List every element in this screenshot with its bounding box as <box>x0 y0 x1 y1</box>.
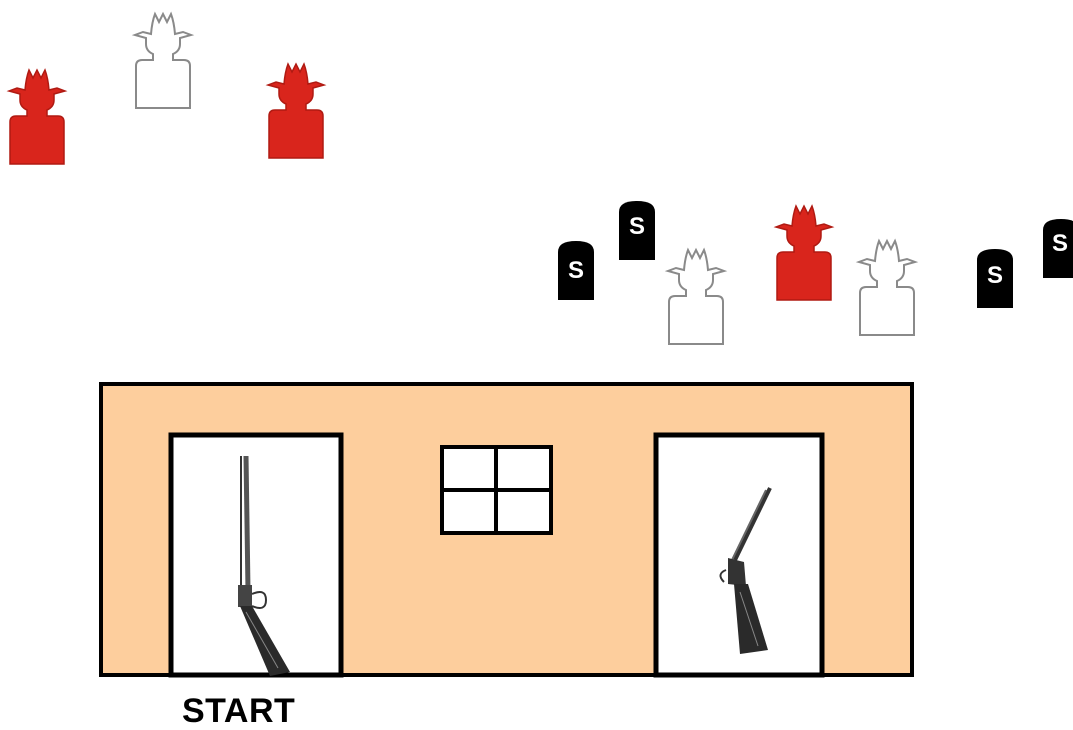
steel-plate-3: S <box>977 249 1013 308</box>
target-red-1 <box>9 70 65 164</box>
steel-plate-3-label: S <box>987 262 1003 289</box>
target-white-1 <box>135 14 191 108</box>
steel-plate-1-label: S <box>568 257 584 284</box>
window <box>442 447 551 533</box>
steel-plate-2: S <box>619 201 655 260</box>
target-white-3 <box>859 241 915 335</box>
steel-plate-2-label: S <box>629 213 645 240</box>
target-red-2 <box>268 64 324 158</box>
start-label: START <box>182 693 295 729</box>
target-white-2 <box>668 250 724 344</box>
steel-plate-4: S <box>1043 219 1073 278</box>
steel-plate-1: S <box>558 241 594 300</box>
target-red-3 <box>776 206 832 300</box>
steel-plate-4-label: S <box>1052 230 1068 257</box>
